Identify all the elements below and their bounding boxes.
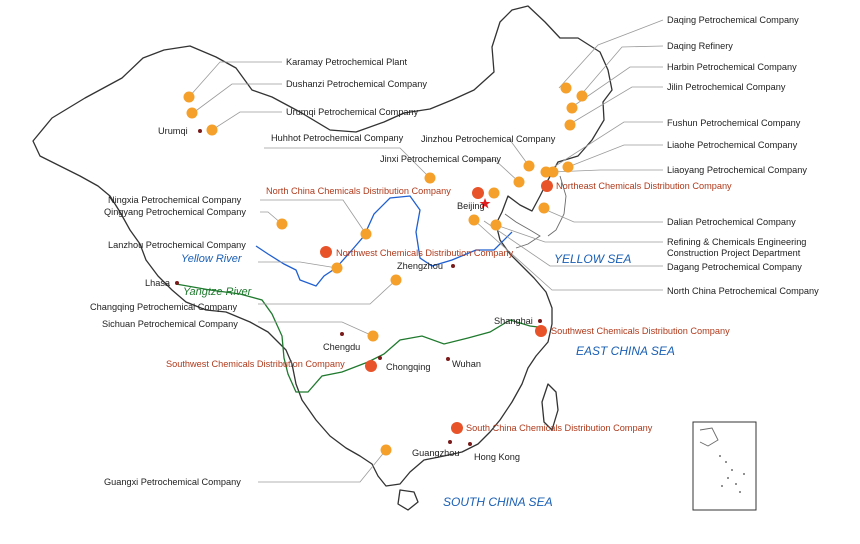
plant-guangxi: [380, 444, 392, 456]
plant-refining-engineering: [490, 219, 502, 231]
plant-jinxi: [513, 176, 525, 188]
city-chengdu: Chengdu: [323, 342, 360, 352]
label-huhhot: Huhhot Petrochemical Company: [271, 133, 404, 143]
plant-lanzhou: [331, 262, 343, 274]
city-dots: [175, 129, 542, 446]
plant-jinzhou: [523, 160, 535, 172]
yangtze-river-line: [175, 283, 547, 393]
label-dushanzi: Dushanzi Petrochemical Company: [286, 79, 427, 89]
taiwan-outline: [541, 383, 559, 431]
label-harbin: Harbin Petrochemical Company: [667, 62, 797, 72]
label-dist-south-china: South China Chemicals Distribution Compa…: [466, 423, 653, 433]
plant-urumqi: [206, 124, 218, 136]
label-jinxi: Jinxi Petrochemical Company: [380, 154, 501, 164]
plant-karamay: [183, 91, 195, 103]
plant-liaoyang: [547, 166, 559, 178]
yellow-river-line: [255, 195, 513, 287]
city-beijing: Beijing: [457, 201, 485, 211]
label-fushun: Fushun Petrochemical Company: [667, 118, 801, 128]
beijing-capital-star: [479, 198, 491, 209]
label-liaoyang: Liaoyang Petrochemical Company: [667, 165, 807, 175]
label-dist-southwest: Southwest Chemicals Distribution Company: [166, 359, 345, 369]
plant-dushanzi: [186, 107, 198, 119]
dist-north-china: [472, 187, 484, 199]
plant-daqing-refinery: [576, 90, 588, 102]
hainan-outline: [397, 489, 419, 511]
dist-southwest-east: [535, 325, 547, 337]
label-liaohe: Liaohe Petrochemical Company: [667, 140, 798, 150]
city-urumqi: Urumqi: [158, 126, 188, 136]
label-jilin: Jilin Petrochemical Company: [667, 82, 786, 92]
label-dist-southwest-east: Southwest Chemicals Distribution Company: [551, 326, 730, 336]
label-engineering-line2: Construction Project Department: [667, 248, 801, 258]
plant-qingyang: [276, 218, 288, 230]
label-dalian: Dalian Petrochemical Company: [667, 217, 796, 227]
label-changqing: Changqing Petrochemical Company: [90, 302, 237, 312]
label-ningxia: Ningxia Petrochemical Company: [108, 195, 242, 205]
plant-daqing-petrochemical: [560, 82, 572, 94]
plant-harbin: [566, 102, 578, 114]
label-dist-northeast: Northeast Chemicals Distribution Company: [556, 181, 732, 191]
label-engineering-line1: Refining & Chemicals Engineering: [667, 237, 806, 247]
plant-jilin: [564, 119, 576, 131]
dist-northwest: [320, 246, 332, 258]
city-chongqing: Chongqing: [386, 362, 430, 372]
sea-yellow: YELLOW SEA: [554, 252, 631, 266]
dist-northeast: [541, 180, 553, 192]
sea-south-china: SOUTH CHINA SEA: [443, 495, 553, 509]
label-north-china: North China Petrochemical Company: [667, 286, 819, 296]
plant-ningxia: [360, 228, 372, 240]
plant-markers: [183, 82, 588, 456]
label-dagang: Dagang Petrochemical Company: [667, 262, 802, 272]
plant-changqing: [390, 274, 402, 286]
plant-dalian: [538, 202, 550, 214]
city-zhengzhou: Zhengzhou: [397, 261, 443, 271]
label-karamay: Karamay Petrochemical Plant: [286, 57, 407, 67]
plant-huhhot: [424, 172, 436, 184]
city-guangzhou: Guangzhou: [412, 448, 460, 458]
bohai-coast: [504, 213, 541, 249]
label-lanzhou: Lanzhou Petrochemical Company: [108, 240, 246, 250]
plant-liaohe: [562, 161, 574, 173]
label-dist-north-china: North China Chemicals Distribution Compa…: [266, 186, 451, 196]
south-china-sea-inset: [692, 421, 757, 511]
dist-southwest: [365, 360, 377, 372]
label-dist-northwest: Northwest Chemicals Distribution Company: [336, 248, 514, 258]
label-daqing-petrochemical: Daqing Petrochemical Company: [667, 15, 799, 25]
plant-north-china: [468, 214, 480, 226]
sea-east-china: EAST CHINA SEA: [576, 344, 675, 358]
label-urumqi-petrochemical: Urumqi Petrochemical Company: [286, 107, 419, 117]
label-qingyang: Qingyang Petrochemical Company: [104, 207, 246, 217]
label-jinzhou: Jinzhou Petrochemical Company: [421, 134, 556, 144]
dist-south-china: [451, 422, 463, 434]
leader-lines: [188, 19, 664, 483]
city-shanghai: Shanghai: [494, 316, 533, 326]
label-guangxi: Guangxi Petrochemical Company: [104, 477, 241, 487]
distribution-markers: [320, 180, 553, 434]
city-hong-kong: Hong Kong: [474, 452, 520, 462]
label-sichuan: Sichuan Petrochemical Company: [102, 319, 238, 329]
city-lhasa: Lhasa: [145, 278, 171, 288]
korea-coast: [547, 175, 567, 237]
river-yellow-label: Yellow River: [181, 253, 243, 265]
river-yangtze-label: Yangtze River: [183, 286, 253, 298]
plant-dagang: [488, 187, 500, 199]
plant-sichuan: [367, 330, 379, 342]
label-daqing-refinery: Daqing Refinery: [667, 41, 733, 51]
city-wuhan: Wuhan: [452, 359, 481, 369]
china-border: [32, 5, 613, 487]
